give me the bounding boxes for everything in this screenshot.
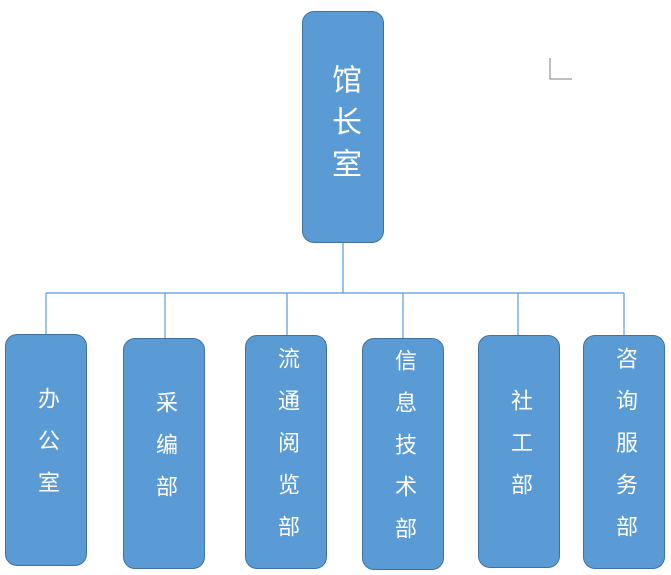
node-child-4: 社工部 [478, 335, 560, 568]
node-root: 馆长室 [302, 11, 384, 243]
node-child-5-label: 咨询服务部 [612, 347, 637, 557]
node-child-1-label: 采编部 [152, 390, 177, 517]
node-child-1: 采编部 [123, 338, 205, 569]
crop-mark [549, 58, 572, 80]
node-child-3-label: 信息技术部 [391, 349, 416, 559]
node-child-0-label: 办公室 [34, 387, 59, 513]
node-child-5: 咨询服务部 [583, 335, 665, 569]
node-child-2-label: 流通阅览部 [274, 347, 299, 557]
node-child-3: 信息技术部 [362, 338, 444, 570]
node-child-2: 流通阅览部 [245, 335, 327, 569]
node-child-4-label: 社工部 [507, 388, 532, 515]
node-root-label: 馆长室 [326, 64, 361, 190]
node-child-0: 办公室 [5, 334, 87, 566]
